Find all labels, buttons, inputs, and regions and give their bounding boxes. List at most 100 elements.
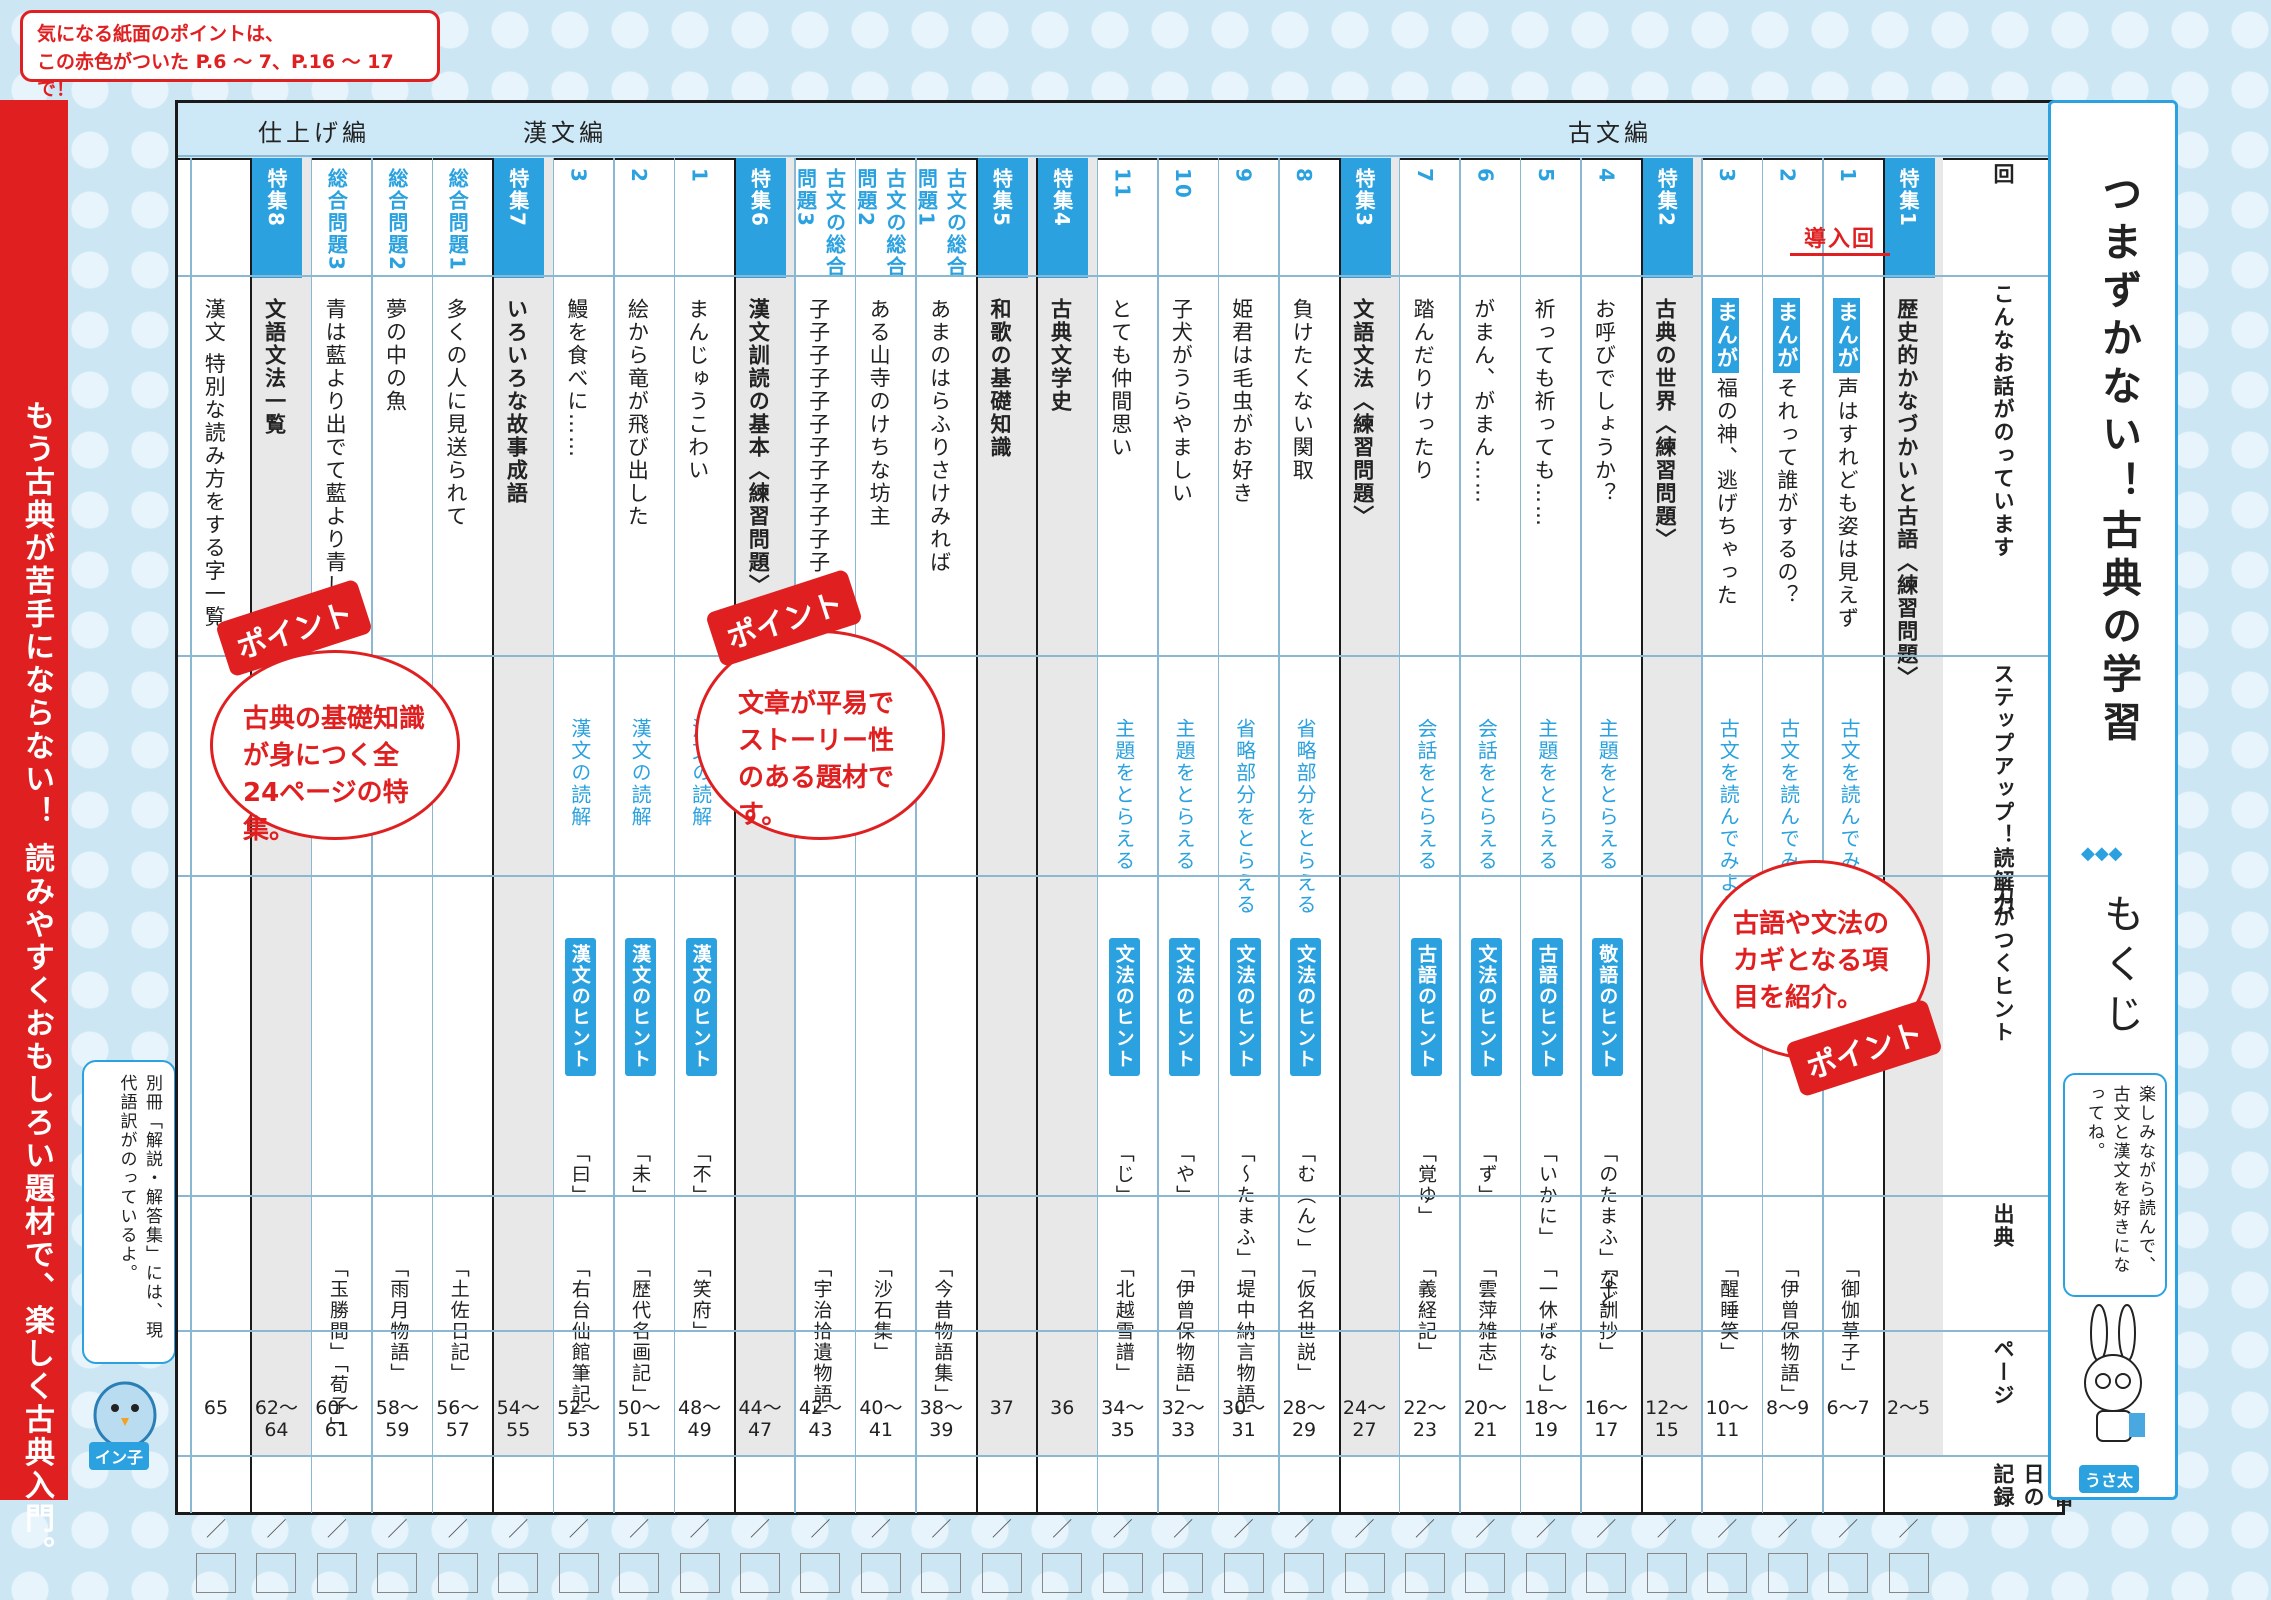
check-box[interactable] [1042,1553,1083,1593]
column-number: 特集2 [1640,158,1693,278]
column-title: 古典の世界〈練習問題〉 [1652,298,1677,551]
column-divider [1338,158,1341,1513]
book-title: つまずかない！古典の学習 [2095,173,2141,749]
column-title: 踏んだりけったり [1411,298,1436,482]
column-title: 青は藍より出でて藍より青し [323,298,348,597]
column-number: 5 [1533,168,1558,184]
check-box[interactable] [1465,1553,1506,1593]
book-subtitle: もくじ [2097,893,2143,1043]
hint-term: 「～たまふ」 [1233,1143,1256,1269]
column-number: 特集6 [734,158,787,278]
check-box[interactable] [256,1553,297,1593]
check-box[interactable] [316,1553,357,1593]
check-box[interactable] [1767,1553,1808,1593]
column-divider [1882,158,1885,1513]
check-box[interactable] [619,1553,660,1593]
section-kanbun: 漢文編 [523,119,607,147]
manga-badge: まんが [1833,298,1861,373]
hint-term: 「や」 [1173,1143,1196,1206]
column-number: 6 [1473,168,1498,184]
page-range: 38～39 [919,1397,963,1441]
column-number: 2 [1775,168,1800,184]
check-box[interactable] [860,1553,901,1593]
check-box[interactable] [1163,1553,1204,1593]
hint-term: 「ず」 [1475,1143,1498,1206]
check-box[interactable] [1707,1553,1748,1593]
check-box[interactable] [1888,1553,1929,1593]
step-label: 会話をとらえる [1413,718,1438,872]
check-box[interactable] [558,1553,599,1593]
row-divider [178,1330,2063,1332]
column-title: 古典文学史 [1048,298,1073,413]
column-divider [1217,158,1220,1513]
check-box[interactable] [1102,1553,1143,1593]
source-title: 「雲萍雑志」 [1475,1258,1498,1384]
check-box[interactable] [800,1553,841,1593]
column-title: いろいろな故事成語 [504,298,529,505]
hint-badge: 古語のヒント [1531,938,1563,1076]
date-slash: ／ [1233,1517,1254,1541]
check-box[interactable] [1646,1553,1687,1593]
page-range: 12～15 [1645,1397,1689,1441]
column-number: 7 [1412,168,1437,184]
column-number: 総合問題2 [384,168,409,272]
hint-badge: 文法のヒント [1169,938,1201,1076]
column-number: 古文の総合問題3 [793,168,847,278]
dots-ornament: ◆◆◆ [2081,843,2123,864]
check-box[interactable] [679,1553,720,1593]
step-label: 主題をとらえる [1595,718,1620,872]
date-slash: ／ [1354,1517,1375,1541]
date-slash: ／ [1777,1517,1798,1541]
check-box[interactable] [1223,1553,1264,1593]
hint-badge: 敬語のヒント [1592,938,1624,1076]
hint-badge: 文法のヒント [1229,938,1261,1076]
date-slash: ／ [568,1517,589,1541]
step-label: 主題をとらえる [1534,718,1559,872]
check-box[interactable] [377,1553,418,1593]
column-title: 子子子子子子子子子子子子 [806,298,831,574]
bird-character: イン子 [85,1370,165,1470]
hint-badge: 漢文のヒント [564,938,596,1076]
hint-badge: 漢文のヒント [685,938,717,1076]
check-box[interactable] [981,1553,1022,1593]
check-box[interactable] [1404,1553,1445,1593]
column-divider [250,158,253,1513]
section-header-band [178,103,2062,160]
row-divider [178,1455,2063,1457]
date-slash: ／ [1173,1517,1194,1541]
column-number: 特集8 [250,158,303,278]
date-slash: ／ [1838,1517,1859,1541]
check-box[interactable] [196,1553,236,1593]
hint-term: 「覚ゆ」 [1414,1143,1437,1227]
check-box[interactable] [1344,1553,1385,1593]
row-label-contents: こんなお話がのっています [1991,283,2015,559]
side-banner: もう古典が苦手にならない！ 読みやすくおもしろい題材で、楽しく古典入門。 [0,100,68,1568]
check-box[interactable] [1284,1553,1325,1593]
check-box[interactable] [1525,1553,1566,1593]
page-range: 44～47 [738,1397,782,1441]
column-number: 総合問題3 [324,168,349,272]
date-slash: ／ [1535,1517,1556,1541]
check-box[interactable] [1828,1553,1869,1593]
check-box[interactable] [1586,1553,1627,1593]
date-slash: ／ [1414,1517,1435,1541]
row-divider [178,875,2063,877]
step-label: 主題をとらえる [1172,718,1197,872]
column-number: 11 [1110,168,1135,200]
check-box[interactable] [921,1553,962,1593]
column-title: 鰻を食べに…… [564,298,589,459]
check-box[interactable] [498,1553,539,1593]
page-range: 42～43 [798,1397,843,1441]
date-slash: ／ [1052,1517,1073,1541]
check-box[interactable] [740,1553,781,1593]
check-box[interactable] [437,1553,478,1593]
